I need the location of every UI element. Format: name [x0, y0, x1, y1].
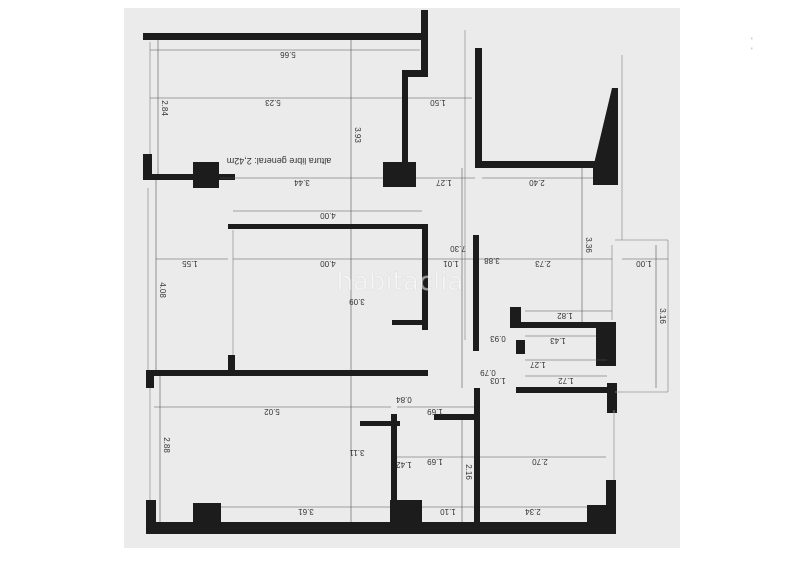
- wall-hall-vertical: [474, 388, 480, 522]
- dim-0-93: 0.93: [490, 334, 506, 343]
- dim-0-79: 0.79: [480, 368, 496, 377]
- wall-hall-divider: [434, 414, 474, 420]
- wall-bottom-block-a: [193, 503, 221, 534]
- wall-left-lower-horizontal: [146, 370, 428, 376]
- dim-2-70: 2.70: [532, 457, 548, 466]
- dim-3-09: 3.09: [349, 297, 365, 306]
- wall-top-left: [143, 33, 426, 40]
- watermark-text: habitaclia: [337, 267, 464, 297]
- dim-3-16: 3.16: [658, 308, 667, 324]
- dim-1-00: 1.00: [636, 259, 652, 268]
- dim-1-27-mid: 1.27: [530, 360, 546, 369]
- dimension-lines: [150, 40, 668, 522]
- wall-top-jog: [421, 10, 428, 76]
- dim-1-69-bottom: 1.69: [427, 457, 443, 466]
- wall-right-room-block: [593, 165, 618, 185]
- wall-bath-right: [391, 414, 397, 522]
- dim-1-03: 1.03: [490, 376, 506, 385]
- dim-7-30: 7.30: [450, 244, 466, 253]
- dim-5-23: 5.23: [265, 98, 281, 107]
- scan-mark-bottom: ': [751, 46, 753, 56]
- column-center: [383, 162, 416, 187]
- wall-bath-top: [360, 421, 400, 426]
- wall-left-stub-lower: [146, 370, 154, 388]
- dim-2-73: 2.73: [535, 259, 551, 268]
- dim-1-72: 1.72: [558, 376, 574, 385]
- dimension-labels: 5.66 5.23 2.84 1.50 3.93 3.44 1.27 2.40 …: [158, 50, 667, 516]
- dim-3-61: 3.61: [298, 507, 314, 516]
- wall-bottom-left-block: [146, 500, 156, 534]
- dim-2-40: 2.40: [529, 178, 545, 187]
- dim-5-02: 5.02: [264, 407, 280, 416]
- wall-bath-stub: [516, 340, 525, 354]
- dim-2-88: 2.88: [162, 437, 171, 453]
- wall-bottom: [146, 522, 616, 534]
- wall-bedroom-mid-top: [228, 224, 428, 229]
- dim-3-88: 3.88: [484, 256, 500, 265]
- dim-4-00-top: 4.00: [320, 211, 336, 220]
- scan-mark-top: ': [751, 36, 753, 46]
- dim-2-34: 2.34: [525, 507, 541, 516]
- wall-corridor-upper: [402, 70, 408, 162]
- dim-3-11: 3.11: [349, 448, 365, 457]
- floor-plan-sheet: 5.66 5.23 2.84 1.50 3.93 3.44 1.27 2.40 …: [124, 8, 680, 548]
- wall-left-upper-horizontal: [143, 174, 235, 180]
- dim-1-69-top: 1.69: [427, 407, 443, 416]
- dim-3-44: 3.44: [294, 178, 310, 187]
- walls: [143, 10, 618, 534]
- wall-right-bottom-block: [606, 480, 616, 522]
- wall-right-room-bottom: [475, 161, 615, 168]
- dim-4-00-mid: 4.00: [320, 259, 336, 268]
- dim-1-10: 1.10: [440, 507, 456, 516]
- wall-bath-right-top: [510, 307, 521, 327]
- wall-left-lower-notch: [228, 355, 235, 376]
- column-left: [193, 162, 219, 188]
- wall-right-lower-block: [607, 383, 617, 413]
- ceiling-height-note: altura libre general: 2,42m: [227, 156, 332, 166]
- wall-right-top-vertical: [475, 48, 482, 168]
- wall-left-stub-upper: [143, 154, 152, 180]
- wall-bath-right-block: [596, 322, 616, 366]
- dim-1-43: 1.43: [550, 336, 566, 345]
- dim-2-16: 2.16: [464, 464, 473, 480]
- wall-bedroom-mid-step: [392, 320, 428, 325]
- wall-bedroom-mid-right: [422, 224, 428, 330]
- wall-corridor-right: [473, 235, 479, 351]
- floor-plan-drawing: 5.66 5.23 2.84 1.50 3.93 3.44 1.27 2.40 …: [143, 10, 669, 534]
- dim-2-84: 2.84: [160, 100, 169, 116]
- wall-right-lower-horizontal: [516, 387, 616, 393]
- dim-4-08: 4.08: [158, 282, 167, 298]
- dim-5-66: 5.66: [280, 50, 296, 59]
- dim-1-27-top: 1.27: [436, 178, 452, 187]
- dim-3-93: 3.93: [353, 127, 362, 143]
- dim-1-82: 1.82: [557, 311, 573, 320]
- wall-right-room-wedge: [593, 88, 618, 168]
- dim-3-36: 3.36: [584, 237, 593, 253]
- dim-1-55: 1.55: [182, 259, 198, 268]
- wall-top-jog-step: [402, 70, 428, 77]
- dim-1-50: 1.50: [430, 98, 446, 107]
- wall-bath-right-horizontal: [510, 322, 615, 328]
- dim-0-84: 0.84: [396, 395, 412, 404]
- dim-1-01: 1.01: [443, 259, 459, 268]
- dim-1-42: 1.42: [396, 460, 412, 469]
